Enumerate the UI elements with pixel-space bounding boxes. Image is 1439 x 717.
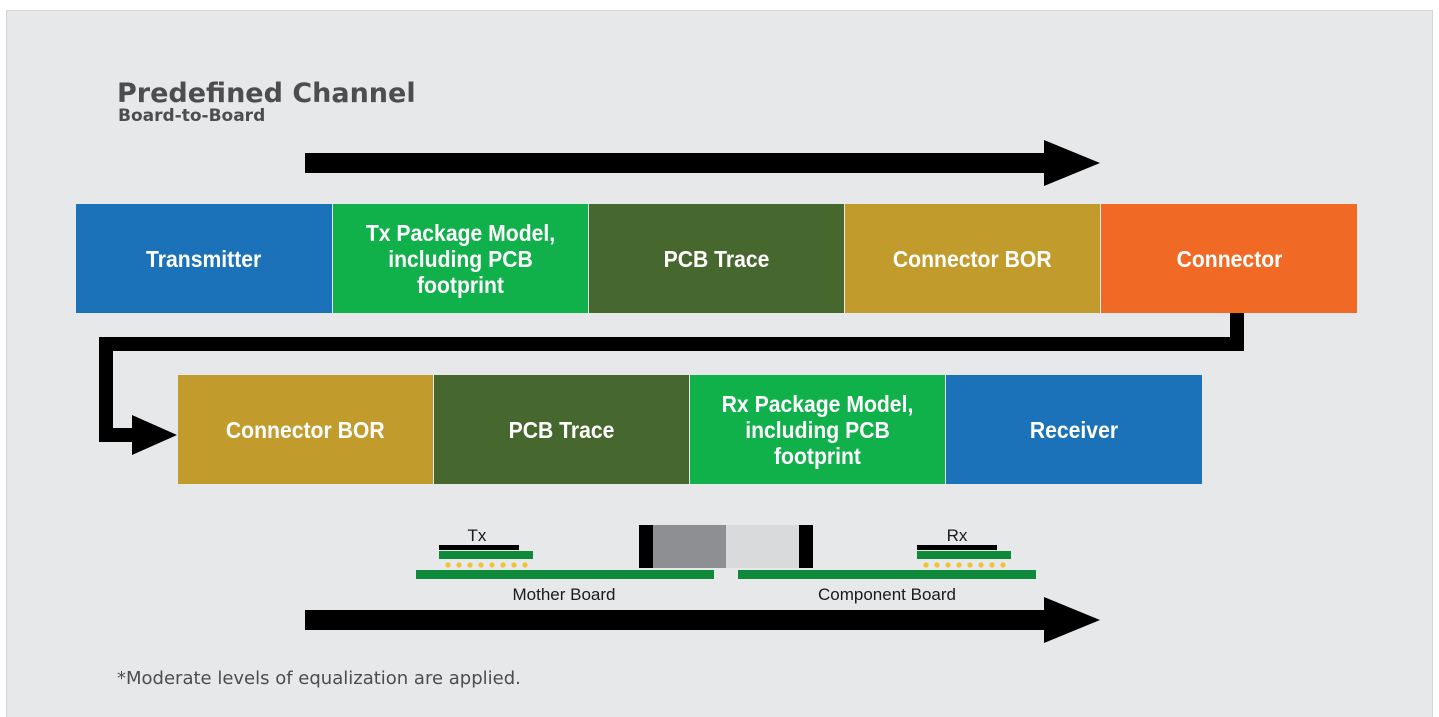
block-rx-package-label: Rx Package Model, including PCB footprin… <box>721 390 914 469</box>
bottom-arrow-head <box>1044 597 1100 643</box>
connector-right-post <box>799 525 813 568</box>
block-pcb-trace-1-label: PCB Trace <box>663 245 770 272</box>
block-connector: Connector <box>1101 204 1357 313</box>
mother-board <box>416 570 714 579</box>
diagram-panel <box>6 10 1433 717</box>
rx-solder-balls <box>923 562 1006 568</box>
block-receiver: Receiver <box>946 375 1202 484</box>
diagram-title: Predefined Channel <box>117 78 416 109</box>
top-arrow-shaft <box>305 153 1065 173</box>
elbow-connector <box>99 313 1244 442</box>
block-pcb-trace-1: PCB Trace <box>589 204 844 313</box>
footnote: *Moderate levels of equalization are app… <box>117 668 521 689</box>
block-transmitter-label: Transmitter <box>146 245 262 272</box>
top-arrow-head <box>1044 140 1100 186</box>
block-connector-bor-2-label: Connector BOR <box>226 416 385 443</box>
block-transmitter: Transmitter <box>76 204 332 313</box>
block-connector-bor-1: Connector BOR <box>845 204 1100 313</box>
mother-board-label: Mother Board <box>513 585 616 604</box>
block-connector-bor-2: Connector BOR <box>178 375 433 484</box>
connector-left-post <box>639 525 653 568</box>
component-board-label: Component Board <box>818 585 956 604</box>
bottom-arrow-shaft <box>305 610 1065 630</box>
elbow-arrow-head <box>132 415 177 455</box>
block-tx-package: Tx Package Model, including PCB footprin… <box>333 204 588 313</box>
rx-label: Rx <box>947 526 968 545</box>
tx-solder-balls <box>445 562 528 568</box>
block-pcb-trace-2: PCB Trace <box>434 375 689 484</box>
connector-mating-area <box>726 525 799 568</box>
rx-die <box>917 545 997 550</box>
block-tx-package-label: Tx Package Model, including PCB footprin… <box>365 219 556 298</box>
diagram-subtitle: Board-to-Board <box>118 106 266 126</box>
block-connector-label: Connector <box>1176 245 1282 272</box>
block-receiver-label: Receiver <box>1029 416 1119 443</box>
tx-die <box>439 545 519 550</box>
tx-package-substrate <box>439 551 533 559</box>
connector-body <box>653 525 726 568</box>
tx-label: Tx <box>468 526 487 545</box>
rx-package-substrate <box>917 551 1011 559</box>
block-connector-bor-1-label: Connector BOR <box>893 245 1052 272</box>
component-board <box>738 570 1036 579</box>
block-pcb-trace-2-label: PCB Trace <box>508 416 615 443</box>
block-rx-package: Rx Package Model, including PCB footprin… <box>690 375 945 484</box>
